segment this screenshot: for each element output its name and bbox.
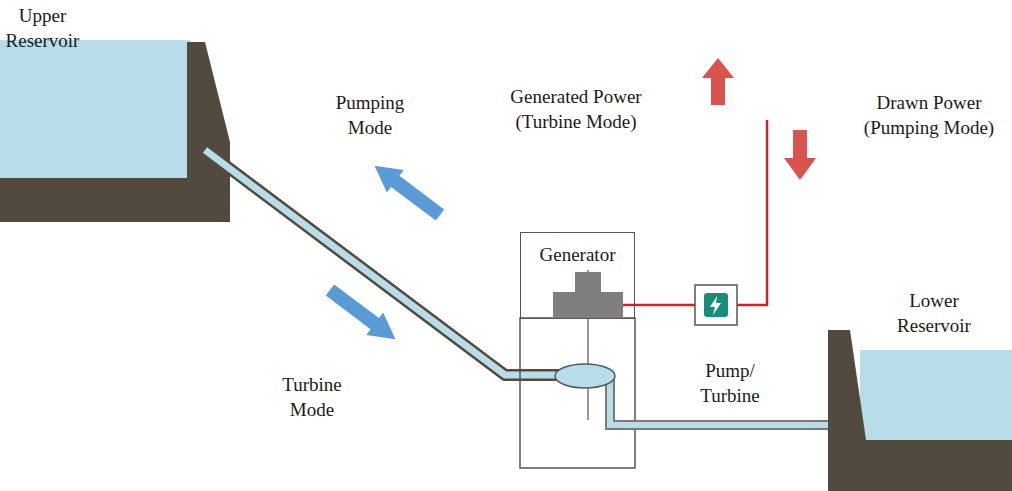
pumping-flow-arrow (366, 154, 448, 226)
drawn-power-arrow (784, 130, 816, 180)
transformer-icon (704, 293, 728, 317)
power-label: Generated Power (Turbine Mode) (500, 84, 652, 134)
lower-water (860, 350, 1012, 442)
pump-housing (520, 318, 635, 468)
transformer (695, 285, 737, 325)
generator-stator (553, 292, 623, 318)
power-wire (623, 304, 695, 307)
lower-dam (828, 330, 866, 442)
lightning-symbol (710, 296, 721, 315)
power-label: Drawn Power (Pumping Mode) (850, 90, 1008, 140)
upper-ground (0, 178, 230, 222)
generator-rotor (575, 272, 601, 294)
penstock-outline (205, 150, 560, 375)
generated-power-arrow (702, 58, 734, 105)
turbine-flow-arrow (322, 279, 404, 351)
mode-label: Turbine Mode (262, 372, 362, 422)
power-wire (737, 120, 767, 305)
upper-water (0, 40, 190, 180)
reservoir-label: Lower Reservoir (878, 288, 990, 338)
pump-turbine-runner (555, 364, 615, 388)
generator-box: Generator (520, 232, 635, 319)
component-label: Pump/ Turbine (688, 358, 772, 408)
penstock-water (205, 150, 560, 375)
node-text: Generator (521, 243, 634, 267)
lower-ground (828, 440, 1012, 491)
reservoir-label: Upper Reservoir (0, 3, 85, 53)
mode-label: Pumping Mode (320, 90, 420, 140)
